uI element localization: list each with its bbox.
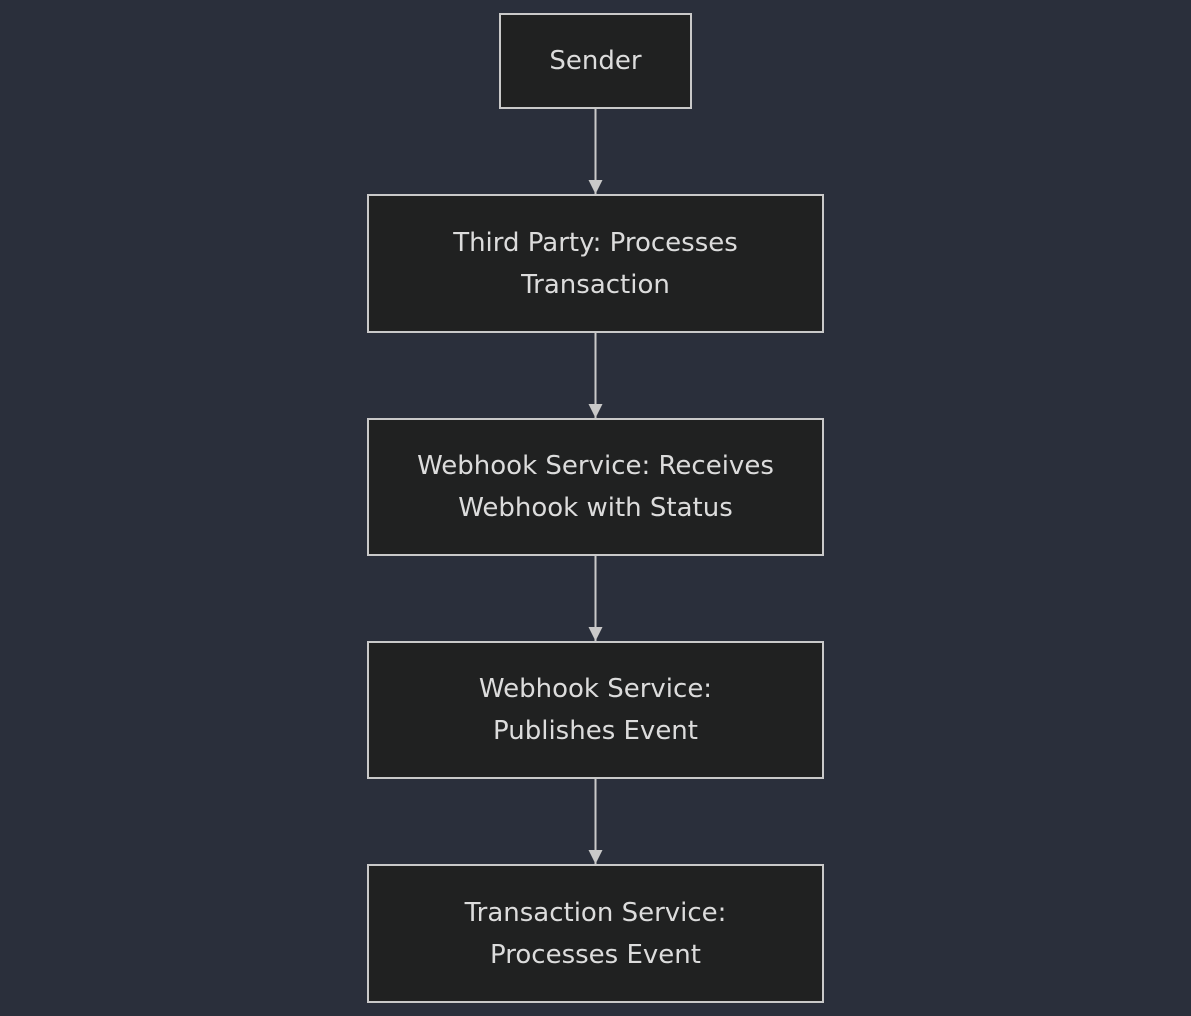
node-sender-line-1: Sender bbox=[549, 46, 642, 76]
node-webhook-publishes-line-2: Publishes Event bbox=[493, 716, 698, 746]
node-webhook-service-receives: Webhook Service: Receives Webhook with S… bbox=[367, 418, 824, 556]
node-webhook-receives-line-2: Webhook with Status bbox=[458, 493, 733, 523]
node-transaction-service-line-1: Transaction Service: bbox=[464, 897, 727, 928]
node-webhook-publishes-line-1: Webhook Service: bbox=[478, 674, 713, 704]
node-transaction-service-processes: Transaction Service: Processes Event bbox=[367, 864, 824, 1003]
node-sender: Sender bbox=[499, 13, 692, 109]
node-third-party-processes-transaction: Third Party: Processes Transaction bbox=[367, 194, 824, 333]
node-third-party-line-2: Transaction bbox=[521, 269, 670, 300]
node-third-party-line-1: Third Party: Processes bbox=[453, 227, 738, 258]
node-webhook-receives-line-1: Webhook Service: Receives bbox=[417, 451, 774, 481]
node-webhook-service-publishes: Webhook Service: Publishes Event bbox=[367, 641, 824, 779]
node-transaction-service-line-2: Processes Event bbox=[490, 939, 701, 970]
